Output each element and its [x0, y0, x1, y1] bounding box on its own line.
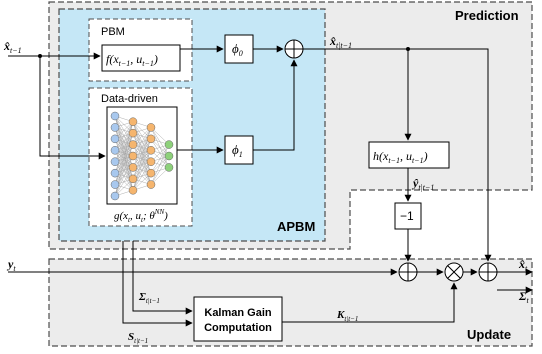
nn-edge	[150, 155, 170, 185]
nn-node	[110, 168, 120, 178]
x-prev-input-label: x̂t−1	[3, 39, 22, 55]
nn-edge	[150, 144, 170, 185]
nn-edge	[114, 121, 134, 162]
prediction-title: Prediction	[455, 8, 519, 23]
nn-node	[110, 134, 120, 144]
phi1-label: ϕ1	[232, 142, 243, 159]
nn-node	[128, 140, 138, 149]
nn-edge	[132, 161, 152, 191]
nn-node	[164, 140, 174, 149]
f-function-box	[101, 44, 181, 72]
nn-node	[128, 128, 138, 138]
nn-node	[110, 191, 120, 201]
nn-node	[146, 146, 156, 155]
neural-network-graphic	[110, 111, 174, 201]
nn-node	[110, 123, 120, 132]
nn-node	[146, 134, 156, 144]
apbm-title: APBM	[277, 219, 315, 234]
x-pred-label: x̂t|t−1	[329, 34, 352, 50]
nn-node	[128, 151, 138, 161]
pbm-title: PBM	[101, 26, 125, 38]
neg-one-box	[394, 202, 422, 230]
nn-edge	[114, 167, 134, 197]
f-function-label: f(xt−1, ut−1)	[106, 52, 158, 68]
nn-node	[128, 174, 138, 184]
sigma-pred-label: Σt|t−1	[138, 291, 160, 305]
nn-node	[146, 123, 156, 132]
kalman-line2: Computation	[204, 322, 272, 334]
nn-edge	[150, 144, 170, 174]
x-t-output-label: x̂t	[518, 257, 528, 273]
nn-edge	[132, 127, 152, 157]
phi0-label: ϕ0	[232, 41, 243, 58]
y-pred-label: ŷt|t−1	[411, 176, 434, 192]
nn-node	[110, 146, 120, 155]
nn-node	[110, 180, 120, 189]
nn-node	[110, 111, 120, 121]
kalman-line1: Kalman Gain	[204, 307, 272, 319]
nn-node	[128, 117, 138, 126]
nn-node	[146, 180, 156, 189]
nn-node	[128, 186, 138, 195]
kalman-gain-box	[193, 296, 283, 342]
g-function-label: g(xt, ut; θNN)	[114, 208, 168, 224]
nn-edge	[114, 121, 134, 151]
data-driven-title: Data-driven	[101, 93, 158, 105]
neg-one-label: −1	[400, 209, 414, 223]
nn-edge	[132, 127, 152, 168]
k-gain-label: Kt|t−1	[336, 309, 358, 323]
nn-node	[146, 157, 156, 166]
nn-node	[128, 163, 138, 172]
nn-node	[110, 157, 120, 166]
nn-node	[164, 163, 174, 172]
nn-edge	[132, 150, 152, 191]
h-function-box	[368, 141, 450, 169]
nn-node	[146, 168, 156, 178]
update-title: Update	[467, 327, 511, 342]
sigma-t-output-label: Σt	[518, 289, 529, 305]
nn-edge	[114, 155, 134, 197]
h-function-label: h(xt−1, ut−1)	[373, 149, 428, 165]
s-pred-label: St|t−1	[128, 331, 148, 345]
nn-node	[164, 151, 174, 161]
y-t-input-label: yt	[6, 257, 16, 273]
